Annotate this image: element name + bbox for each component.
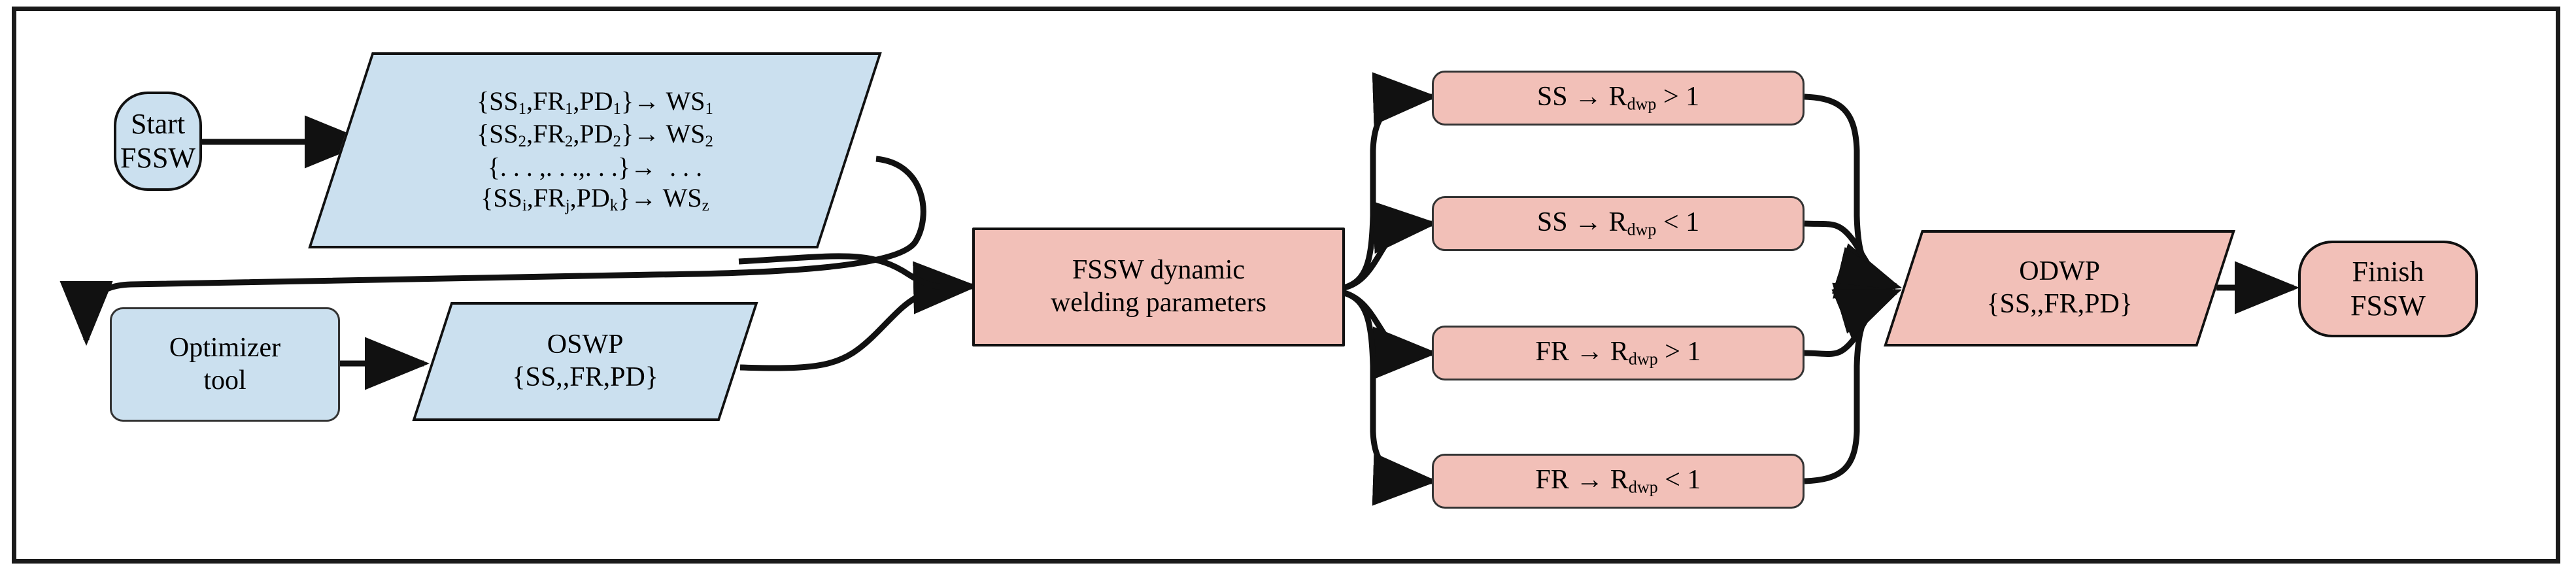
node-odwp[interactable]: ODWP {SS,,FR,PD}	[1884, 230, 2235, 346]
node-finish-label-line1: Finish	[2352, 256, 2424, 288]
node-dynamic-welding-parameters[interactable]: FSSW dynamic welding parameters	[972, 228, 1345, 346]
node-start-label-line2: FSSW	[120, 142, 195, 174]
node-start-label-line1: Start	[130, 108, 186, 141]
condition-2-text: SS → Rdwp < 1	[1536, 207, 1700, 239]
condition-box-3[interactable]: FR → Rdwp > 1	[1432, 326, 1805, 380]
condition-3-text: FR → Rdwp > 1	[1535, 337, 1701, 369]
condition-4-text: FR → Rdwp < 1	[1535, 465, 1701, 497]
node-optimizer-tool[interactable]: Optimizer tool	[110, 307, 340, 422]
node-odwp-label-line2: {SS,,FR,PD}	[1986, 289, 2133, 319]
node-optimizer-label-line2: tool	[203, 365, 246, 396]
condition-box-1[interactable]: SS → Rdwp > 1	[1432, 71, 1805, 126]
rules-row-2: {SS2,FR2,PD2}→ WS2	[477, 119, 713, 151]
node-oswp[interactable]: OSWP {SS,,FR,PD}	[412, 302, 758, 421]
condition-box-2[interactable]: SS → Rdwp < 1	[1432, 196, 1805, 251]
node-oswp-label-line1: OSWP	[547, 329, 624, 360]
node-dynamic-params-label-line2: welding parameters	[1050, 288, 1267, 318]
node-finish[interactable]: Finish FSSW	[2298, 241, 2478, 337]
node-dynamic-params-label-line1: FSSW dynamic	[1072, 255, 1246, 286]
node-odwp-label-line1: ODWP	[2019, 256, 2100, 287]
node-oswp-label-line2: {SS,,FR,PD}	[512, 362, 658, 392]
rules-row-4: {SSi,FRj,PDk}→ WSz	[481, 182, 709, 214]
node-start[interactable]: Start FSSW	[114, 92, 202, 191]
condition-1-text: SS → Rdwp > 1	[1536, 82, 1700, 114]
rules-row-3: {. . . ,. . .,. . .}→ . . .	[487, 152, 703, 182]
condition-box-4[interactable]: FR → Rdwp < 1	[1432, 454, 1805, 509]
rules-row-1: {SS1,FR1,PD1}→ WS1	[477, 86, 713, 118]
node-optimizer-label-line1: Optimizer	[169, 332, 281, 363]
node-rules[interactable]: {SS1,FR1,PD1}→ WS1 {SS2,FR2,PD2}→ WS2 {.…	[308, 52, 882, 248]
node-finish-label-line2: FSSW	[2350, 290, 2426, 322]
